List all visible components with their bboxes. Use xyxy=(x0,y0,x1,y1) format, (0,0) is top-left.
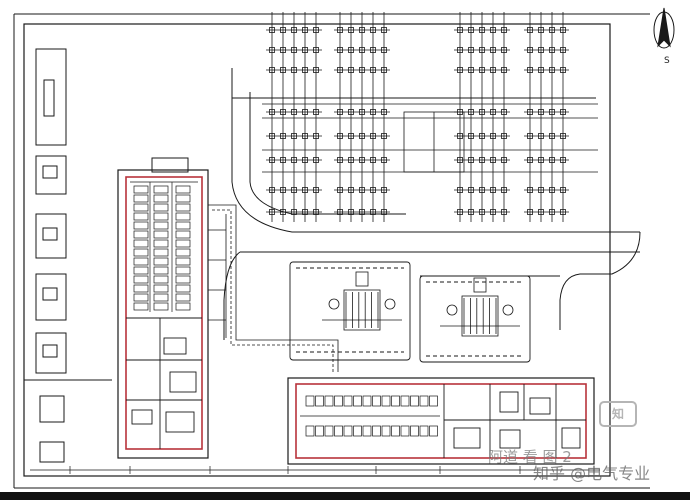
main-building-west xyxy=(117,157,209,459)
main-transformer-1 xyxy=(322,271,402,331)
left-side-structures xyxy=(24,48,112,463)
site-boundary xyxy=(13,13,650,489)
compass-arrow-icon xyxy=(653,7,675,49)
dimension-line xyxy=(30,466,600,474)
bottom-black-band xyxy=(0,492,690,500)
outdoor-switchyard xyxy=(262,12,598,222)
transformer-area xyxy=(289,261,531,363)
cable-trench xyxy=(208,204,339,372)
main-building-east xyxy=(287,377,595,465)
access-roads xyxy=(223,68,641,340)
compass-label: S xyxy=(664,56,670,66)
watermark-credit: 知乎 @电气专业 xyxy=(533,464,651,483)
watermark-overlay: 阿道 看 图 2 xyxy=(488,448,572,466)
watermark-logo: 知 xyxy=(599,401,637,427)
main-transformer-2 xyxy=(440,277,520,337)
